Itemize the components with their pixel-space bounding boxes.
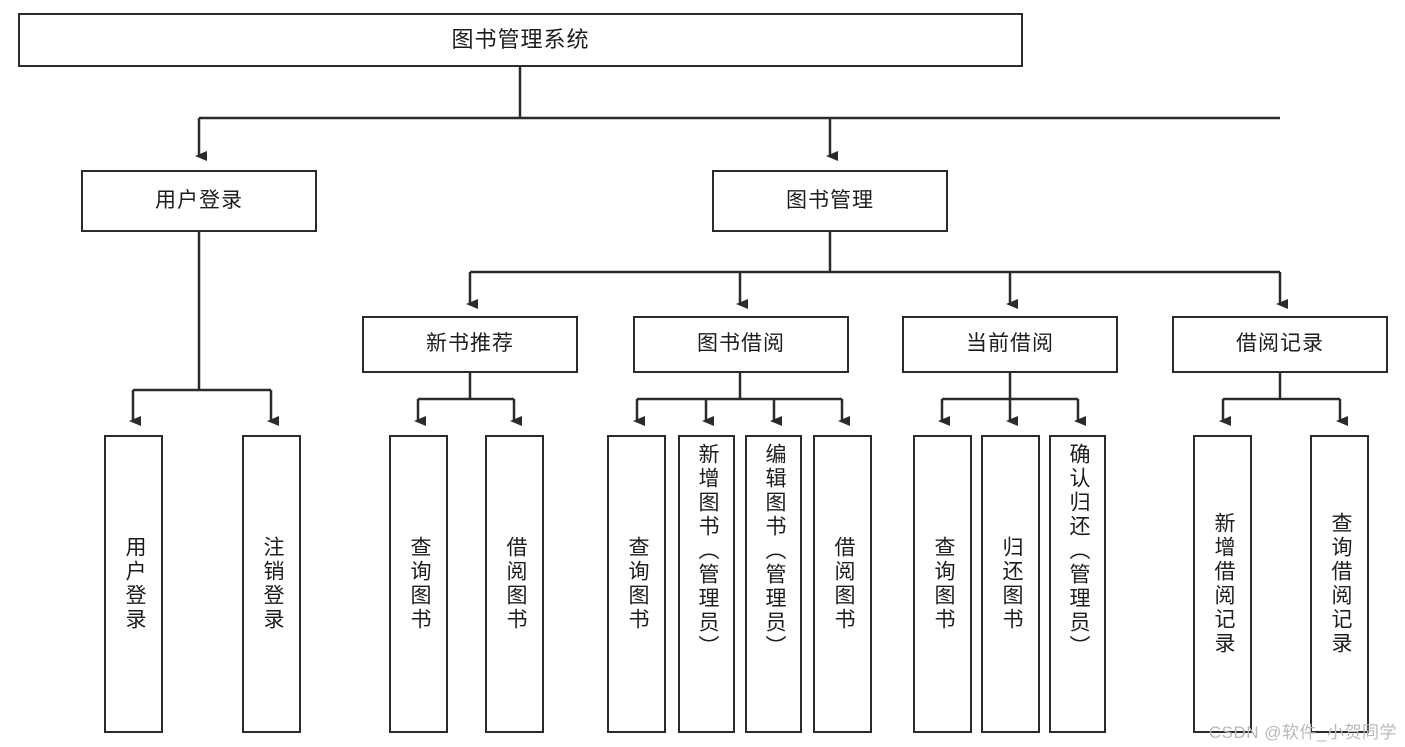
node-label: 新增图书（管理员）: [695, 443, 719, 659]
node-label: 当前借阅: [966, 332, 1054, 356]
node-new-book-recommend[interactable]: 新书推荐: [362, 316, 578, 373]
leaf-current-borrow-return[interactable]: 归还图书: [981, 435, 1040, 733]
leaf-text-wrap: 借阅图书: [487, 437, 542, 731]
leaf-book-borrow-edit[interactable]: 编辑图书（管理员）: [745, 435, 802, 733]
node-label: 借阅图书: [831, 536, 855, 632]
node-label: 图书管理系统: [451, 27, 590, 53]
leaf-text-wrap: 借阅图书: [815, 437, 870, 731]
node-label: 查询图书: [625, 536, 649, 632]
node-label: 用户登录: [122, 536, 146, 632]
leaf-text-wrap: 新增借阅记录: [1195, 437, 1250, 731]
leaf-book-borrow-add[interactable]: 新增图书（管理员）: [678, 435, 735, 733]
node-root-library-system[interactable]: 图书管理系统: [18, 13, 1023, 67]
node-book-management[interactable]: 图书管理: [712, 170, 948, 232]
leaf-text-wrap: 查询图书: [391, 437, 446, 731]
node-label: 图书管理: [786, 188, 874, 212]
leaf-current-borrow-query[interactable]: 查询图书: [913, 435, 972, 733]
node-label: 归还图书: [999, 536, 1023, 632]
node-book-borrow[interactable]: 图书借阅: [633, 316, 849, 373]
node-label: 新增借阅记录: [1211, 512, 1235, 656]
node-user-login[interactable]: 用户登录: [81, 170, 317, 232]
node-borrow-records[interactable]: 借阅记录: [1172, 316, 1388, 373]
leaf-user-login-logout[interactable]: 注销登录: [242, 435, 301, 733]
leaf-user-login-login[interactable]: 用户登录: [104, 435, 163, 733]
leaf-text-wrap: 确认归还（管理员）: [1051, 437, 1104, 737]
leaf-book-borrow-borrow[interactable]: 借阅图书: [813, 435, 872, 733]
node-label: 用户登录: [155, 188, 243, 212]
node-label: 编辑图书（管理员）: [762, 443, 786, 659]
leaf-text-wrap: 归还图书: [983, 437, 1038, 731]
leaf-text-wrap: 注销登录: [244, 437, 299, 731]
leaf-text-wrap: 查询图书: [609, 437, 664, 731]
node-label: 注销登录: [260, 536, 284, 632]
node-label: 查询借阅记录: [1328, 512, 1352, 656]
leaf-book-borrow-query[interactable]: 查询图书: [607, 435, 666, 733]
node-label: 查询图书: [407, 536, 431, 632]
leaf-text-wrap: 编辑图书（管理员）: [747, 437, 800, 737]
leaf-borrow-record-add[interactable]: 新增借阅记录: [1193, 435, 1252, 733]
node-label: 确认归还（管理员）: [1066, 443, 1090, 659]
node-label: 图书借阅: [697, 332, 785, 356]
leaf-text-wrap: 查询图书: [915, 437, 970, 731]
csdn-watermark: CSDN @软件_小贺同学: [1208, 723, 1397, 742]
leaf-text-wrap: 用户登录: [106, 437, 161, 731]
node-label: 借阅记录: [1236, 332, 1324, 356]
node-label: 查询图书: [931, 536, 955, 632]
leaf-text-wrap: 查询借阅记录: [1312, 437, 1367, 731]
node-label: 借阅图书: [503, 536, 527, 632]
leaf-new-book-query[interactable]: 查询图书: [389, 435, 448, 733]
node-label: 新书推荐: [426, 332, 514, 356]
leaf-text-wrap: 新增图书（管理员）: [680, 437, 733, 737]
node-current-borrow[interactable]: 当前借阅: [902, 316, 1118, 373]
leaf-current-borrow-confirm-return[interactable]: 确认归还（管理员）: [1049, 435, 1106, 733]
leaf-borrow-record-query[interactable]: 查询借阅记录: [1310, 435, 1369, 733]
leaf-new-book-borrow[interactable]: 借阅图书: [485, 435, 544, 733]
